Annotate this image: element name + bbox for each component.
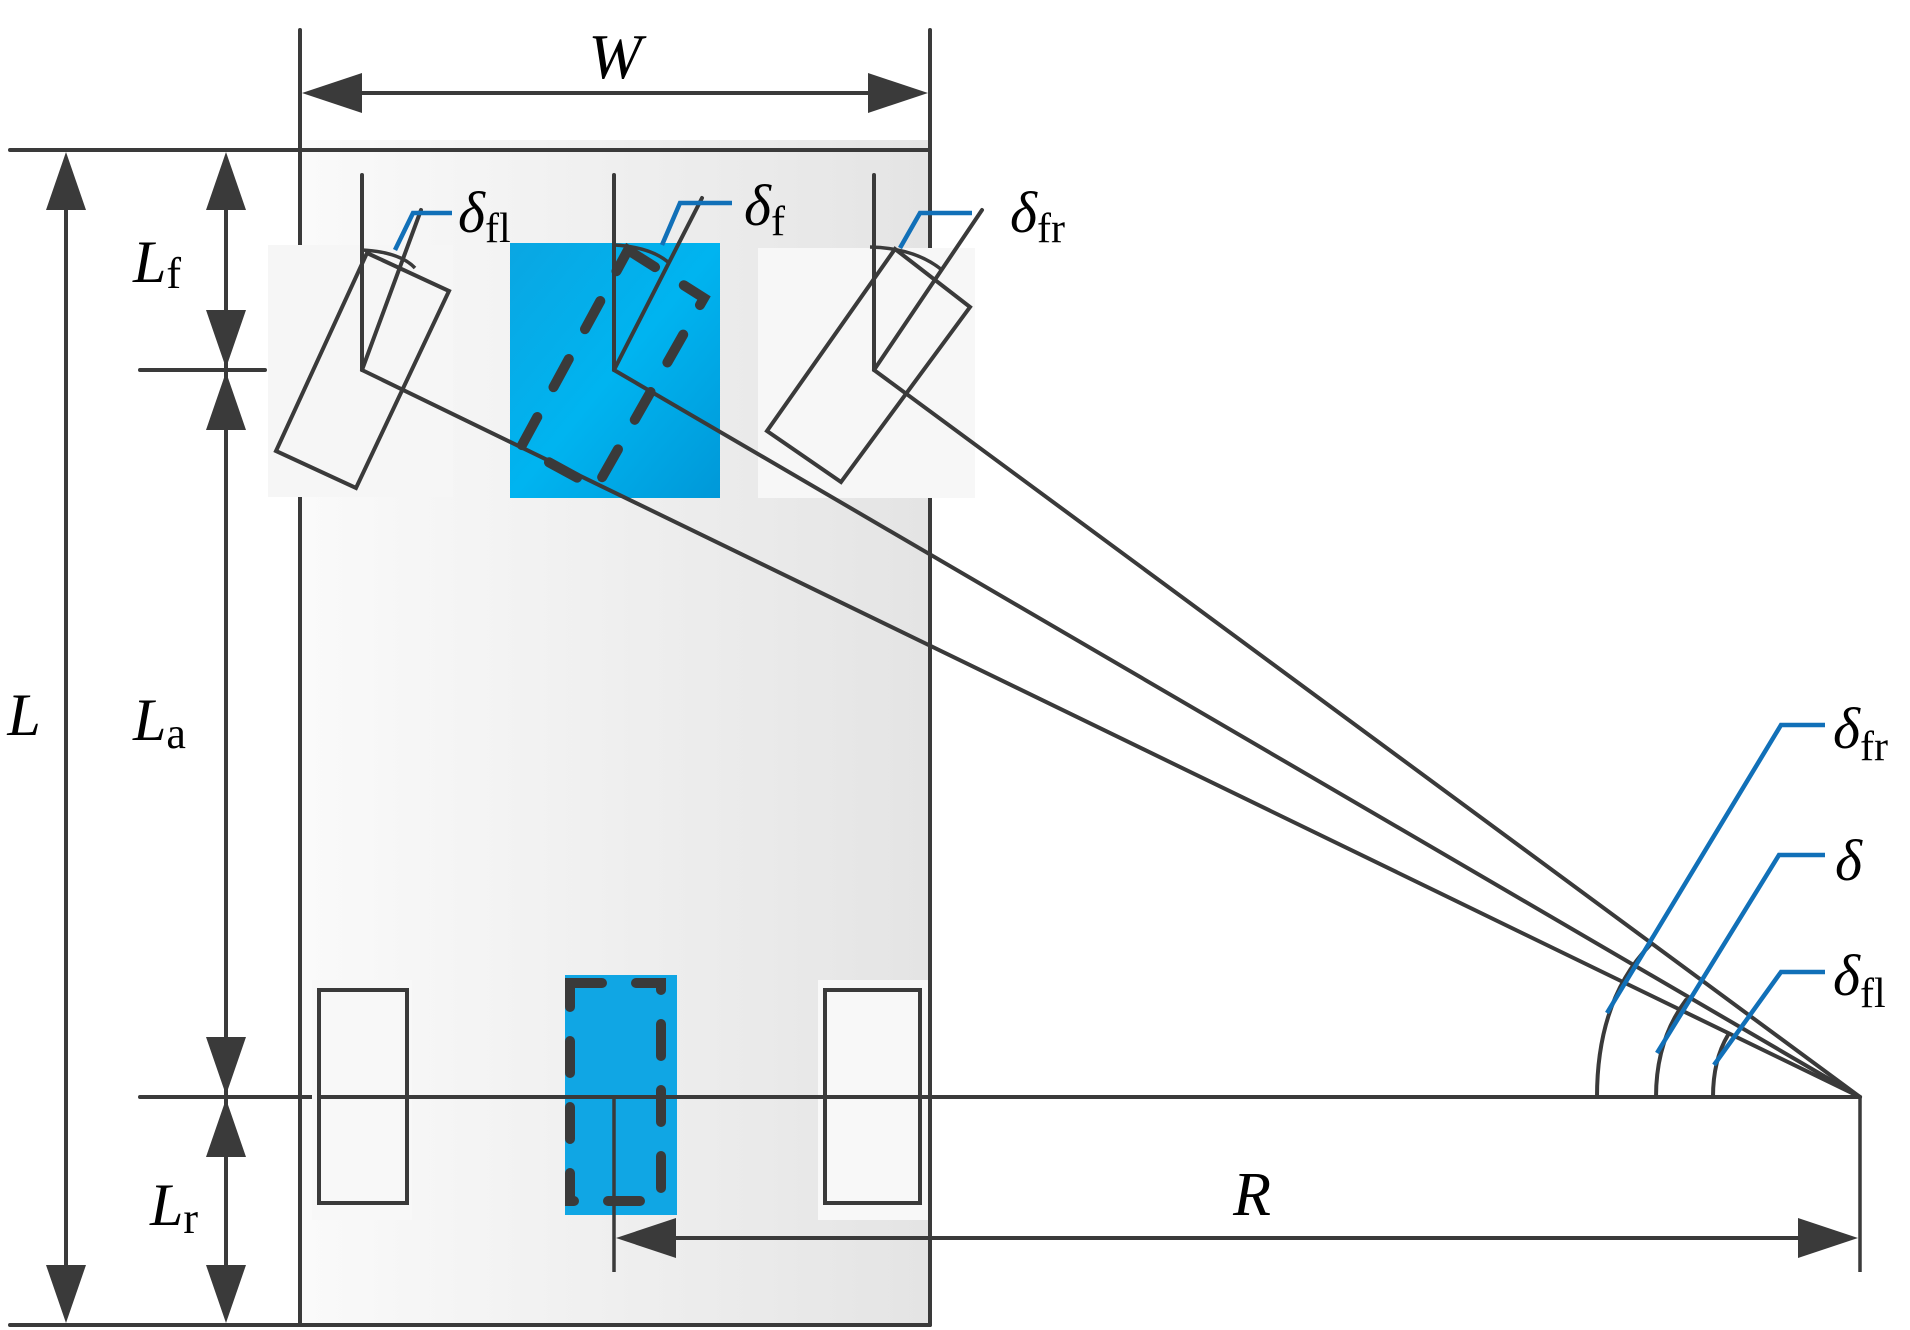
ray-front-left (360, 368, 1862, 1099)
label-R: R (1232, 1161, 1271, 1229)
rear-right-wheel (823, 988, 922, 1205)
front-right-wheel: δfr (764, 173, 1065, 485)
rear-center-wheel-dashed (565, 978, 666, 1206)
ray-front-center (612, 368, 1862, 1099)
label-delta-fl-wheel: δfl (458, 180, 511, 252)
ray-front-right (872, 368, 1862, 1099)
label-delta-fr-center: δfr (1833, 696, 1888, 770)
length-dimension: L (6, 152, 86, 1323)
label-W: W (588, 21, 647, 92)
front-center-wheel: δf (514, 173, 785, 495)
label-La: La (132, 687, 186, 758)
label-delta-fr-wheel: δfr (1010, 180, 1065, 252)
rear-right-wheel-panel (818, 980, 928, 1220)
radius-dimension: R (616, 1161, 1858, 1258)
label-delta-f-wheel: δf (744, 173, 785, 245)
front-left-wheel: δfl (273, 173, 511, 491)
label-Lr: Lr (149, 1172, 198, 1243)
rear-left-wheel-panel (312, 980, 412, 1220)
label-delta-center: δ (1835, 828, 1863, 893)
label-L: L (6, 682, 40, 748)
width-dimension: W (302, 21, 928, 113)
label-Lf: Lf (132, 229, 181, 298)
center-angle-labels: δfr δ δfl (1605, 696, 1888, 1067)
axle-dimensions: Lf La Lr (132, 152, 322, 1323)
label-delta-fl-center: δfl (1833, 943, 1886, 1017)
rear-left-wheel (317, 988, 409, 1205)
